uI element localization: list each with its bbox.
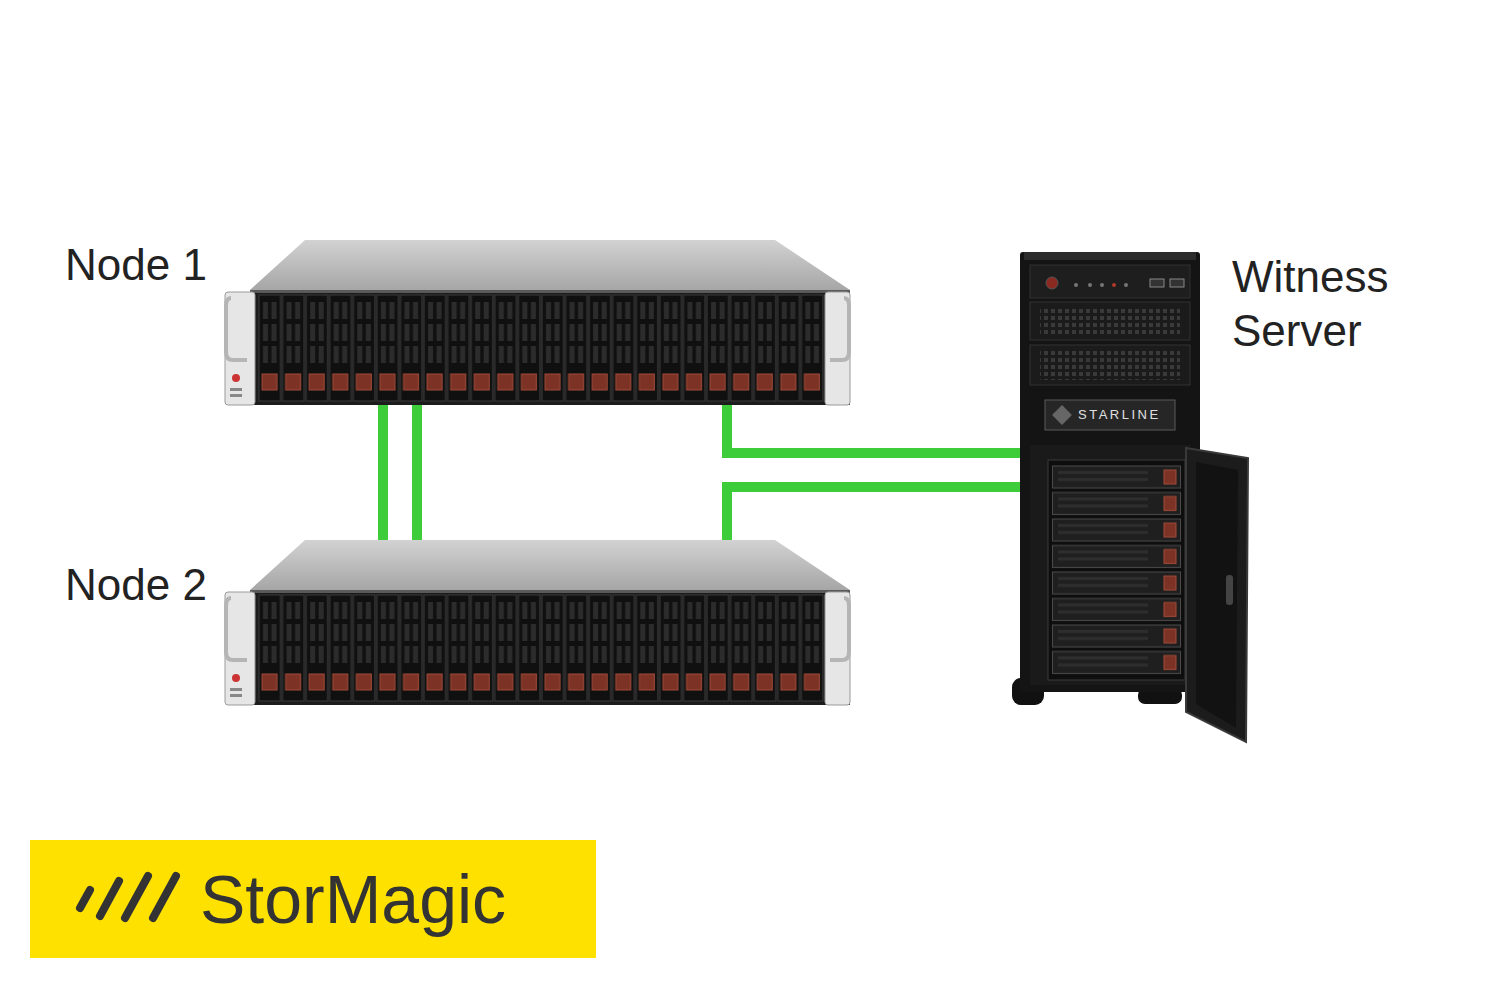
rack-server bbox=[225, 240, 850, 405]
node-label: StorMagic bbox=[200, 840, 506, 958]
drive-bay bbox=[1030, 302, 1190, 340]
tower-door-inner bbox=[1196, 462, 1238, 728]
logo-stroke bbox=[125, 876, 148, 918]
rack-ear bbox=[825, 292, 850, 405]
node-label: Node 2 bbox=[65, 560, 207, 610]
network-link bbox=[378, 405, 388, 540]
tower-cap bbox=[1024, 252, 1196, 260]
logo bbox=[30, 840, 596, 958]
vent-grille bbox=[1040, 350, 1180, 380]
drive-bay bbox=[1030, 345, 1190, 385]
tower-body bbox=[1020, 252, 1200, 692]
network-link bbox=[727, 405, 1020, 453]
status-led bbox=[1112, 283, 1116, 287]
power-button bbox=[232, 374, 240, 382]
tower-door bbox=[1186, 448, 1248, 742]
rack-server bbox=[225, 540, 850, 705]
vent-grille bbox=[1040, 307, 1180, 335]
tower-server bbox=[1012, 252, 1248, 742]
drive-cage bbox=[1048, 460, 1185, 680]
rack-handle bbox=[226, 298, 247, 360]
control-panel bbox=[1030, 265, 1190, 298]
drive-bays bbox=[258, 294, 824, 402]
usb-port bbox=[1170, 279, 1184, 287]
status-led bbox=[230, 388, 242, 391]
server-node: Node 2 bbox=[225, 540, 850, 705]
node-label: Node 1 bbox=[65, 240, 207, 290]
server-top bbox=[250, 240, 850, 290]
drive-trays bbox=[1052, 465, 1184, 677]
status-led bbox=[1074, 283, 1078, 287]
server-front bbox=[250, 290, 850, 405]
power-button bbox=[1046, 277, 1058, 289]
logo-stroke bbox=[80, 890, 90, 908]
logo-stroke bbox=[100, 881, 119, 916]
network-link bbox=[727, 487, 1020, 540]
lower-panel bbox=[1030, 445, 1190, 685]
status-led bbox=[230, 394, 242, 397]
status-led bbox=[1100, 283, 1104, 287]
brand-badge bbox=[1045, 400, 1175, 430]
rack-ear bbox=[225, 292, 255, 405]
usb-port bbox=[1150, 279, 1164, 287]
server-node: Node 1 bbox=[225, 240, 850, 405]
server-edge bbox=[250, 290, 850, 293]
brand-icon bbox=[1052, 405, 1072, 425]
logo-background bbox=[30, 840, 596, 958]
node-label: Witness Server bbox=[1232, 250, 1462, 358]
status-led bbox=[1124, 283, 1128, 287]
network-link bbox=[412, 405, 422, 540]
door-handle bbox=[1226, 575, 1233, 605]
logo-mark bbox=[80, 876, 176, 918]
server-node: StorMagic bbox=[30, 840, 596, 958]
rack-handle bbox=[830, 298, 849, 360]
brand-label: STARLINE bbox=[1078, 406, 1161, 424]
status-led bbox=[1088, 283, 1092, 287]
logo-stroke bbox=[153, 876, 176, 918]
server-node: Witness ServerSTARLINE bbox=[1020, 250, 1200, 700]
